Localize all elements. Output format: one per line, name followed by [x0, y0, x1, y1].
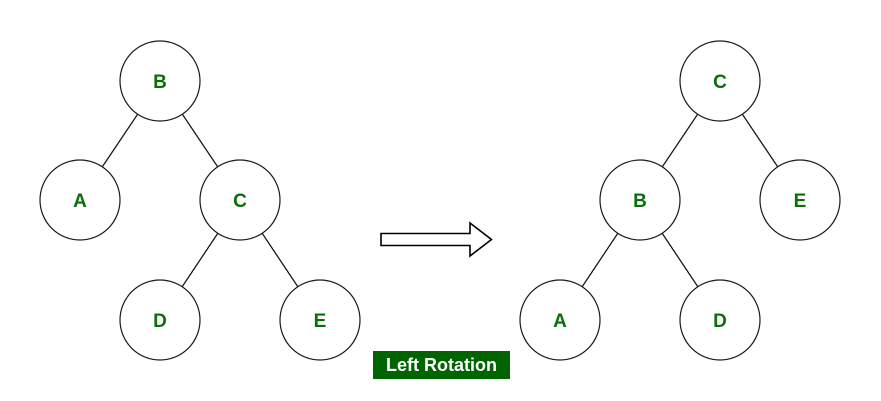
tree-after-rotation: C B E A D — [519, 40, 841, 361]
node-circle-before-right — [199, 159, 281, 241]
node-label-before-root: B — [153, 72, 167, 93]
tree-before-rotation: B A C D E — [39, 40, 361, 361]
node-circle-after-right — [759, 159, 841, 241]
node-label-after-left-right: D — [713, 311, 727, 332]
node-circle-after-root — [679, 40, 761, 122]
right-arrow-icon — [380, 221, 493, 258]
node-label-after-left: B — [633, 191, 647, 212]
node-circle-before-right-right — [279, 279, 361, 361]
node-label-before-right-left: D — [153, 311, 167, 332]
node-label-before-left: A — [73, 191, 87, 212]
node-circle-after-left-left — [519, 279, 601, 361]
node-circle-before-root — [119, 40, 201, 122]
node-circle-after-left-right — [679, 279, 761, 361]
rotation-caption: Left Rotation — [373, 351, 510, 379]
node-label-before-right-right: E — [314, 311, 327, 332]
node-label-before-right: C — [233, 191, 247, 212]
node-circle-before-left — [39, 159, 121, 241]
node-label-after-left-left: A — [553, 311, 567, 332]
node-label-after-right: E — [794, 191, 807, 212]
node-circle-after-left — [599, 159, 681, 241]
node-circle-before-right-left — [119, 279, 201, 361]
node-label-after-root: C — [713, 72, 727, 93]
